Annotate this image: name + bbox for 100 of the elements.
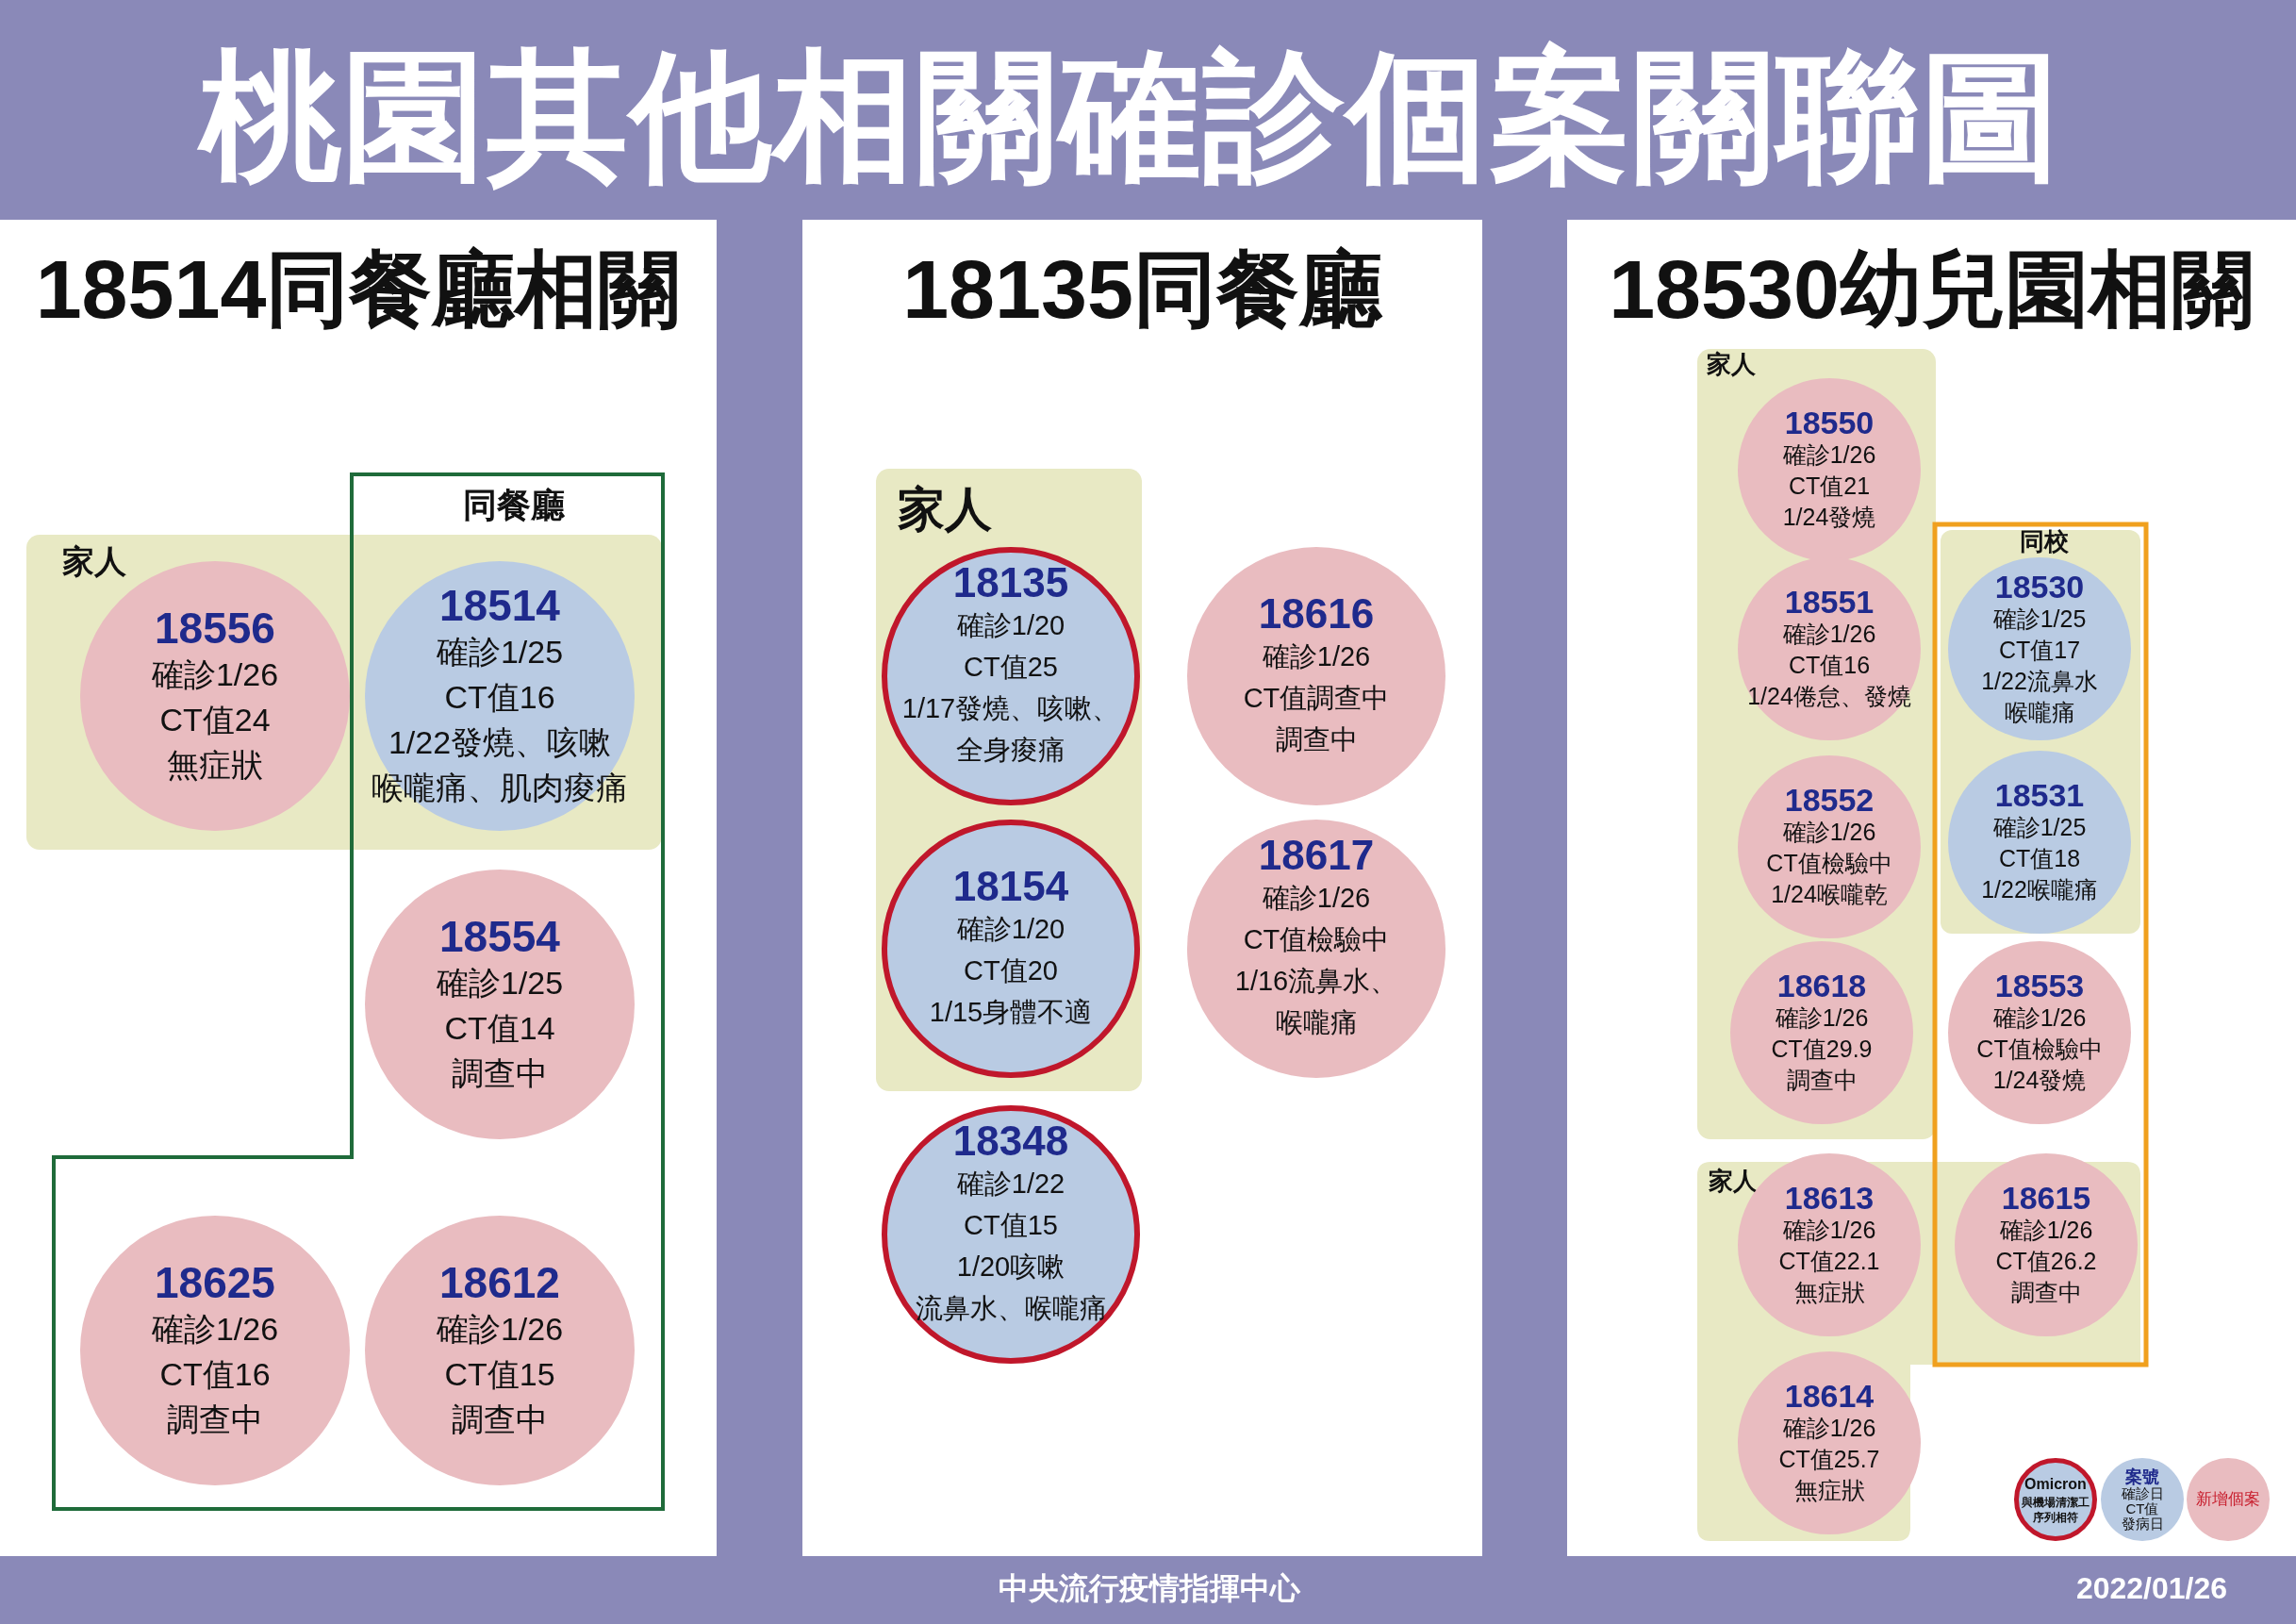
case-detail: CT值25.7: [1778, 1445, 1880, 1474]
group-label: 家人: [1709, 1168, 1758, 1193]
case-detail: 1/16流鼻水、: [1234, 965, 1398, 998]
case-detail: 調查中: [167, 1400, 263, 1439]
case-number: 18550: [1784, 406, 1875, 439]
case-detail: CT值21: [1788, 472, 1871, 501]
case-detail: 調查中: [2010, 1278, 2082, 1307]
case-detail: 1/24倦怠、發燒: [1747, 682, 1911, 711]
case-detail: CT值24: [159, 701, 271, 739]
case-detail: 確診1/26: [1782, 1216, 1876, 1245]
case-detail: 確診1/26: [151, 655, 279, 694]
case-detail: 確診1/26: [1782, 440, 1876, 470]
case-number: 18514: [439, 582, 560, 629]
case-detail: 確診1/26: [151, 1310, 279, 1349]
case-detail: CT值調查中: [1243, 682, 1390, 715]
case-detail: 無症狀: [1793, 1476, 1865, 1505]
case-detail: 確診1/26: [1999, 1216, 2093, 1245]
case-detail: 1/17發燒、咳嗽、: [901, 692, 1120, 725]
case-detail: 確診1/20: [956, 609, 1065, 642]
case-detail: 1/24喉嚨乾: [1771, 880, 1888, 909]
group-label: 同餐廳: [463, 489, 565, 522]
case-detail: CT值檢驗中: [1243, 923, 1390, 956]
case-detail: CT值14: [444, 1009, 555, 1048]
case-detail: 喉嚨痛: [1275, 1006, 1358, 1039]
group-band: [876, 469, 1142, 1091]
panel: [802, 220, 1482, 1556]
case-detail: 確診1/20: [956, 913, 1065, 946]
case-detail: CT值29.9: [1771, 1035, 1873, 1064]
case-detail: 喉嚨痛: [2004, 697, 2075, 727]
case-number: 18530: [1994, 570, 2085, 604]
case-number: 18613: [1784, 1182, 1875, 1215]
footer-text: 中央流行疫情指揮中心: [999, 1570, 1300, 1607]
case-detail: 1/22喉嚨痛: [1981, 875, 2098, 904]
case-detail: 確診1/25: [1992, 604, 2087, 634]
case-detail: 確診1/26: [436, 1310, 564, 1349]
legend-text: 案號: [2125, 1467, 2159, 1486]
case-detail: 確診1/26: [1782, 818, 1876, 847]
case-number: 18551: [1784, 586, 1875, 619]
case-detail: 確診1/26: [1775, 1003, 1869, 1033]
case-number: 18531: [1994, 779, 2085, 812]
case-number: 18616: [1258, 592, 1375, 636]
case-detail: 確診1/25: [436, 964, 564, 1003]
case-detail: 1/22流鼻水: [1981, 666, 2098, 696]
case-detail: 確診1/22: [956, 1168, 1065, 1201]
group-label: 家人: [62, 545, 126, 577]
legend-text: Omicron: [2024, 1475, 2087, 1494]
case-detail: CT值15: [964, 1209, 1058, 1242]
case-number: 18614: [1784, 1380, 1875, 1413]
panel: [1567, 220, 2296, 1556]
case-detail: 確診1/26: [1262, 882, 1371, 915]
group-label: 家人: [1707, 352, 1756, 376]
case-detail: 確診1/26: [1262, 640, 1371, 673]
group-band: [1697, 349, 1936, 1139]
panel-heading: 18514同餐廳相關: [34, 242, 683, 337]
group-label: 同校: [2020, 529, 2069, 554]
group-label: 家人: [898, 486, 992, 533]
case-detail: CT值18: [1998, 844, 2081, 873]
case-detail: CT值26.2: [1995, 1247, 2097, 1276]
case-detail: 確診1/25: [436, 633, 564, 671]
case-detail: 1/20咳嗽: [956, 1251, 1065, 1284]
case-detail: 1/22發燒、咳嗽: [388, 723, 612, 762]
case-detail: 確診1/26: [1782, 620, 1876, 649]
case-number: 18135: [952, 561, 1069, 605]
case-detail: CT值15: [444, 1355, 555, 1394]
case-detail: CT值檢驗中: [1976, 1035, 2103, 1064]
case-detail: 調查中: [1275, 723, 1358, 756]
case-number: 18556: [155, 605, 275, 652]
case-number: 18617: [1258, 834, 1375, 877]
legend-text: 與機場清潔工序列相符: [2021, 1495, 2090, 1525]
case-detail: 確診1/26: [1782, 1414, 1876, 1443]
panel: [0, 220, 717, 1556]
case-number: 18625: [155, 1259, 275, 1306]
case-number: 18618: [1776, 969, 1867, 1003]
title: 桃園其他相關確診個案關聯圖: [0, 36, 2263, 196]
case-detail: CT值檢驗中: [1766, 849, 1892, 878]
case-number: 18154: [952, 865, 1069, 908]
footer-text: 2022/01/26: [2075, 1570, 2228, 1607]
case-detail: 流鼻水、喉嚨痛: [915, 1292, 1107, 1325]
legend-text: 確診日: [2121, 1485, 2164, 1501]
case-number: 18554: [439, 913, 560, 960]
case-detail: CT值22.1: [1778, 1247, 1880, 1276]
case-detail: CT值17: [1998, 635, 2081, 665]
legend-text: 新增個案: [2196, 1490, 2260, 1509]
panel-heading: 18135同餐廳: [901, 242, 1384, 337]
case-number: 18612: [439, 1259, 560, 1306]
case-detail: 調查中: [452, 1400, 548, 1439]
case-number: 18552: [1784, 784, 1875, 817]
case-detail: 1/24發燒: [1782, 503, 1876, 532]
case-detail: CT值16: [159, 1355, 271, 1394]
legend-text: 發病日: [2121, 1516, 2164, 1532]
case-detail: 喉嚨痛、肌肉痠痛: [372, 769, 628, 807]
legend-text: CT值: [2125, 1500, 2159, 1516]
case-number: 18615: [2001, 1182, 2091, 1215]
case-detail: CT值16: [1788, 651, 1871, 680]
case-detail: 確診1/25: [1992, 813, 2087, 842]
case-detail: CT值16: [444, 678, 555, 717]
case-detail: 1/24發燒: [1992, 1066, 2087, 1095]
case-detail: 無症狀: [167, 746, 263, 785]
case-number: 18553: [1994, 969, 2085, 1003]
case-number: 18348: [952, 1119, 1069, 1163]
